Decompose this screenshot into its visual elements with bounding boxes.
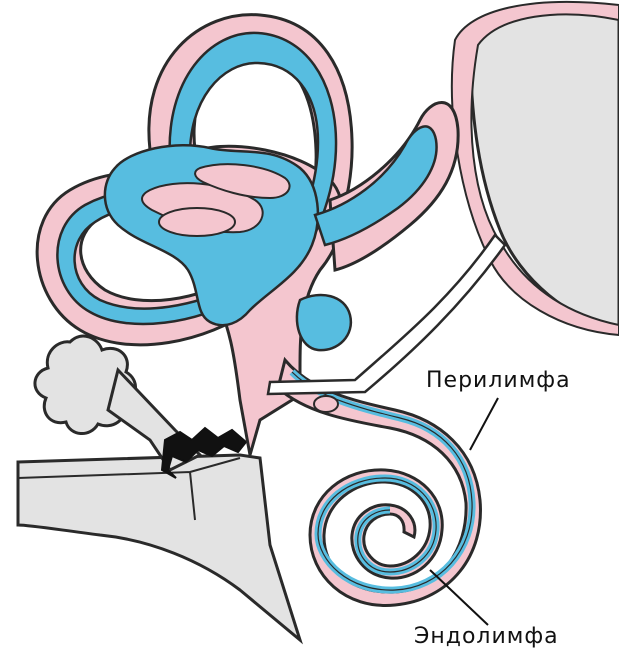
temporal-bone-lower bbox=[18, 455, 300, 640]
endolymph-leader-line bbox=[430, 570, 488, 625]
perilymph-label: Перилимфа bbox=[426, 368, 571, 393]
round-window bbox=[314, 396, 338, 412]
large-gray-region bbox=[470, 5, 619, 330]
perilymph-leader-line bbox=[470, 398, 498, 450]
endolymph-label: Эндолимфа bbox=[414, 624, 559, 649]
